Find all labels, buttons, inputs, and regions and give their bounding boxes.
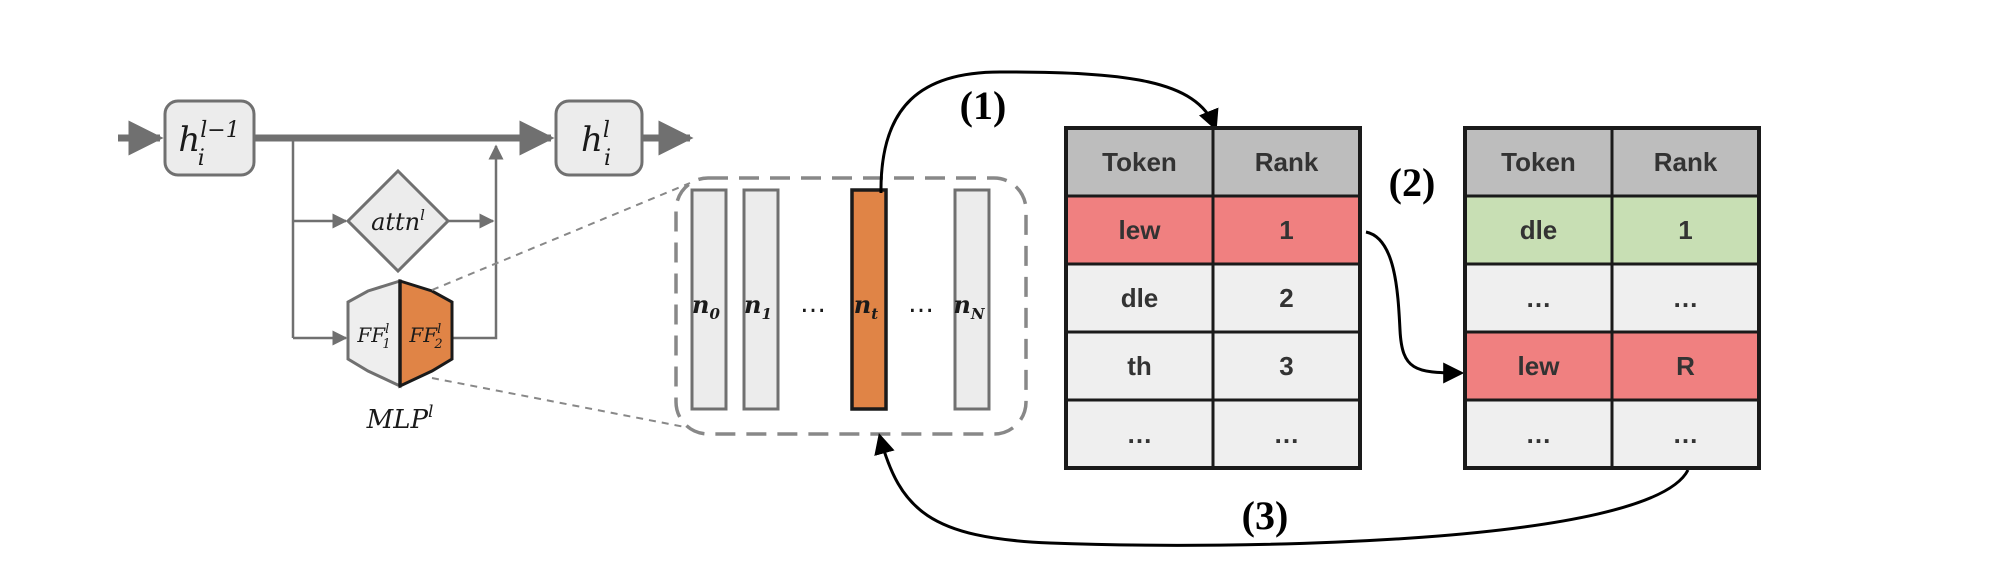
table-header-label: Rank bbox=[1255, 147, 1319, 177]
table-frame bbox=[1064, 126, 1362, 470]
table-cell bbox=[1610, 262, 1761, 334]
table-cell bbox=[1463, 398, 1614, 470]
rank-cell-label: … bbox=[1673, 283, 1699, 313]
neuron-label: n1 bbox=[744, 290, 772, 323]
table-cell bbox=[1610, 194, 1761, 266]
neuron-column bbox=[690, 188, 728, 411]
neuron-label: n0 bbox=[692, 290, 720, 323]
table-cell bbox=[1610, 330, 1761, 402]
rank-cell-label: … bbox=[1673, 419, 1699, 449]
hidden-state-next-node bbox=[554, 99, 644, 177]
table-header-label: Token bbox=[1501, 147, 1576, 177]
rank-cell-label: 1 bbox=[1279, 215, 1293, 245]
neuron-column bbox=[953, 188, 991, 411]
mlp-label: MLPl bbox=[366, 402, 434, 435]
neuron-label: nN bbox=[953, 290, 985, 323]
token-cell-label: … bbox=[1127, 419, 1153, 449]
rank-cell-label: 1 bbox=[1678, 215, 1692, 245]
rank-cell-label: 3 bbox=[1279, 351, 1293, 381]
mlp-output-line bbox=[452, 144, 504, 340]
rank-cell-label: 2 bbox=[1279, 283, 1293, 313]
table-header-label: Token bbox=[1102, 147, 1177, 177]
token-rank-table-after: Token Rank dle 1 … … lew R … … bbox=[1463, 126, 1761, 470]
table-frame bbox=[1463, 126, 1761, 470]
rank-cell-label: R bbox=[1676, 351, 1695, 381]
neuron-columns: n0 n1 … nt … nN bbox=[690, 188, 991, 411]
step3-label: (3) bbox=[1242, 493, 1289, 538]
step1-label: (1) bbox=[960, 83, 1007, 128]
attention-label: attnl bbox=[371, 206, 425, 236]
table-cell bbox=[1211, 330, 1362, 402]
neuron-panel: n0 n1 … nt … nN bbox=[674, 176, 1028, 436]
neuron-ellipsis: … bbox=[908, 289, 934, 319]
token-cell-label: th bbox=[1127, 351, 1152, 381]
attention-node bbox=[345, 168, 451, 274]
token-cell-label: … bbox=[1526, 419, 1552, 449]
neuron-ellipsis: … bbox=[800, 289, 826, 319]
token-cell-label: dle bbox=[1121, 283, 1159, 313]
token-cell-label: dle bbox=[1520, 215, 1558, 245]
step2-label: (2) bbox=[1389, 160, 1436, 205]
neuron-column-highlighted bbox=[850, 188, 888, 411]
table-header-label: Rank bbox=[1654, 147, 1718, 177]
step3-arrow bbox=[874, 432, 1690, 547]
table-cell bbox=[1064, 262, 1215, 334]
rank-cell-label: … bbox=[1274, 419, 1300, 449]
token-cell-label: … bbox=[1526, 283, 1552, 313]
hidden-state-prev-node bbox=[163, 99, 256, 177]
token-rank-table-before: Token Rank lew 1 dle 2 th 3 … … bbox=[1064, 126, 1362, 470]
neuron-label: nt bbox=[854, 290, 878, 323]
step2-arrow bbox=[1365, 230, 1465, 384]
zoom-line-top bbox=[431, 182, 691, 291]
neuron-panel-frame bbox=[674, 176, 1028, 436]
zoom-line-bottom bbox=[431, 377, 691, 429]
neuron-column bbox=[742, 188, 780, 411]
step1-arrow bbox=[879, 70, 1219, 194]
token-cell-label: lew bbox=[1119, 215, 1162, 245]
token-cell-label: lew bbox=[1518, 351, 1561, 381]
table-cell bbox=[1610, 398, 1761, 470]
